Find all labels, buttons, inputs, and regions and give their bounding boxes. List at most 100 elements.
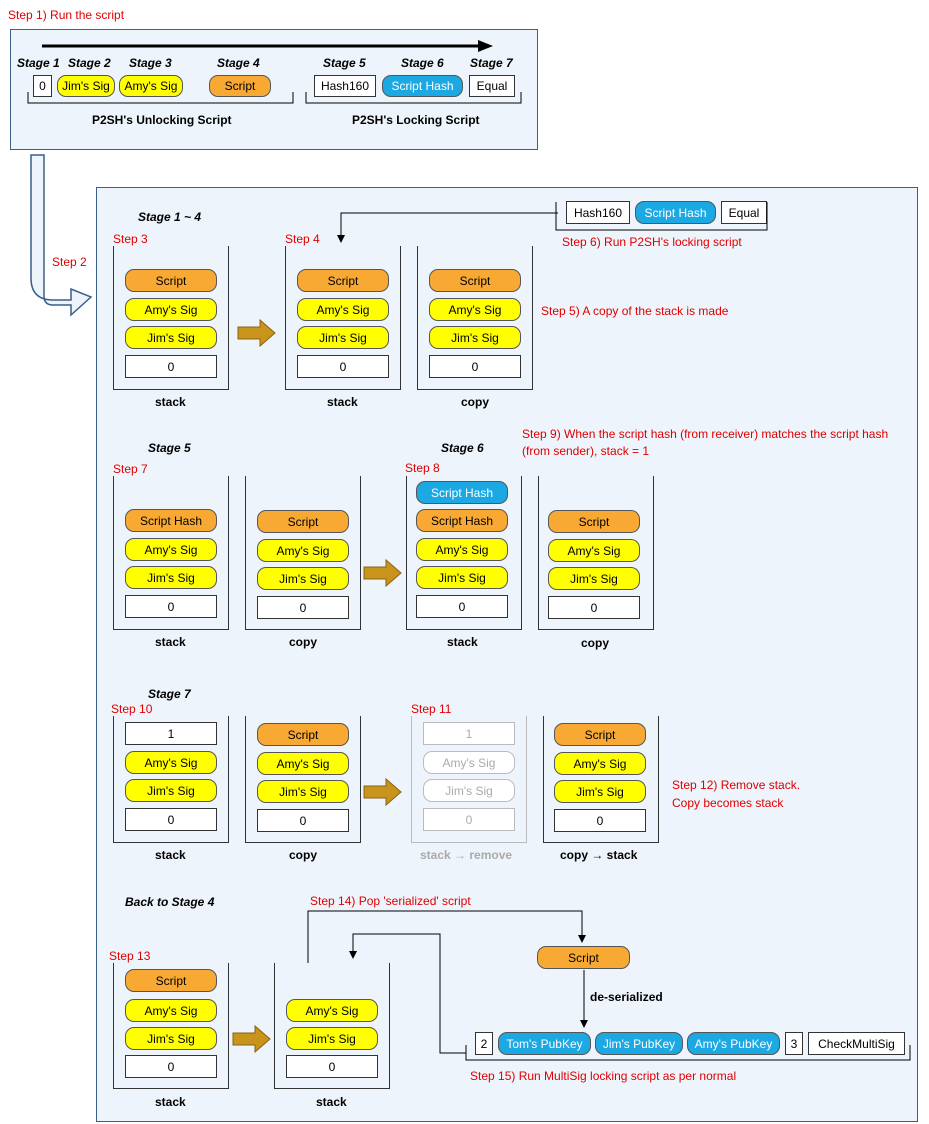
jim-sig: Jim's Sig	[416, 566, 508, 589]
step15-label: Step 15) Run MultiSig locking script as …	[470, 1069, 737, 1083]
stage-label-5: Stage 5	[323, 56, 366, 70]
op-zero: 0	[257, 809, 349, 832]
script: Script	[125, 969, 217, 992]
removed-stack-container	[411, 716, 527, 843]
amy-sig: Amy's Sig	[429, 298, 521, 321]
jim-sig: Jim's Sig	[548, 567, 640, 590]
jim-sig: Jim's Sig	[257, 780, 349, 803]
op-zero: 0	[125, 1055, 217, 1078]
stage-label-2: Stage 2	[68, 56, 111, 70]
jim-sig: Jim's Sig	[125, 779, 217, 802]
copy-stack-label: copy → stack	[560, 848, 638, 862]
script: Script	[257, 723, 349, 746]
jim-sig: Jim's Sig	[125, 326, 217, 349]
step2-label: Step 2	[52, 255, 87, 269]
op-zero: 0	[429, 355, 521, 378]
jim-sig: Jim's Sig	[286, 1027, 378, 1050]
jim-sig: Jim's Sig	[125, 1027, 217, 1050]
amy-sig: Amy's Sig	[119, 75, 183, 97]
op-zero: 0	[286, 1055, 378, 1078]
step13-label: Step 13	[109, 949, 151, 963]
stage-label-7: Stage 7	[470, 56, 513, 70]
op-zero: 0	[125, 595, 217, 618]
stack-label: stack	[155, 635, 186, 649]
step10-label: Step 10	[111, 702, 153, 716]
step6-arrow	[337, 212, 558, 243]
step7-label: Step 7	[113, 462, 148, 476]
op-zero: 0	[125, 808, 217, 831]
amy-sig-faded: Amy's Sig	[423, 751, 515, 774]
copy-container	[245, 716, 361, 843]
step6-label: Step 6) Run P2SH's locking script	[562, 235, 742, 249]
op-equal: Equal	[721, 201, 767, 224]
stage-label-1: Stage 1	[17, 56, 60, 70]
script-hash: Script Hash	[635, 201, 716, 224]
step2-arrow	[30, 154, 93, 317]
script: Script	[429, 269, 521, 292]
step5-label: Step 5) A copy of the stack is made	[541, 304, 729, 318]
step14-label: Step 14) Pop 'serialized' script	[310, 894, 471, 908]
step8-label: Step 8	[405, 461, 440, 475]
script: Script	[125, 269, 217, 292]
timeline-arrow	[42, 40, 493, 52]
stack-container	[113, 476, 229, 630]
op-hash160: Hash160	[566, 201, 630, 224]
copy-label: copy	[289, 848, 318, 862]
stage-5-label: Stage 5	[148, 441, 191, 455]
bracket	[27, 92, 911, 1061]
script: Script	[548, 510, 640, 533]
script: Script	[297, 269, 389, 292]
return-arrow	[349, 933, 466, 1054]
jim-sig: Jim's Sig	[257, 567, 349, 590]
amy-pubkey: Amy's PubKey	[687, 1032, 780, 1055]
amy-sig: Amy's Sig	[297, 298, 389, 321]
step9-label: Step 9) When the script hash (from recei…	[522, 427, 889, 458]
step14-arrow	[307, 910, 586, 963]
stage-7-label: Stage 7	[148, 687, 191, 701]
unlocking-script-label: P2SH's Unlocking Script	[92, 113, 232, 127]
step1-label: Step 1) Run the script	[8, 8, 125, 22]
copy-container	[543, 716, 659, 843]
jim-sig: Jim's Sig	[125, 566, 217, 589]
op-zero: 0	[257, 596, 349, 619]
step3-label: Step 3	[113, 232, 148, 246]
script: Script	[537, 946, 630, 969]
stack-container	[406, 476, 522, 630]
locking-script-label: P2SH's Locking Script	[352, 113, 480, 127]
amy-sig: Amy's Sig	[125, 298, 217, 321]
op-zero: 0	[548, 596, 640, 619]
script-hash: Script Hash	[416, 481, 508, 504]
op-zero: 0	[554, 809, 646, 832]
copy-container	[417, 246, 533, 390]
jim-sig-faded: Jim's Sig	[423, 779, 515, 802]
op-zero: 0	[33, 75, 52, 97]
jim-pubkey: Jim's PubKey	[595, 1032, 683, 1055]
op-one-faded: 1	[423, 722, 515, 745]
stack-label: stack	[447, 635, 478, 649]
deserialized-label: de-serialized	[590, 990, 663, 1004]
stage-label-3: Stage 3	[129, 56, 172, 70]
op-three: 3	[785, 1032, 803, 1055]
stack-container	[113, 716, 229, 843]
amy-sig: Amy's Sig	[257, 752, 349, 775]
copy-label: copy	[461, 395, 490, 409]
stack-label: stack	[316, 1095, 347, 1109]
op-zero: 0	[416, 595, 508, 618]
script: Script	[209, 75, 271, 97]
stack-remove-label: stack → remove	[420, 848, 513, 862]
amy-sig: Amy's Sig	[416, 538, 508, 561]
op-equal: Equal	[469, 75, 515, 97]
amy-sig: Amy's Sig	[125, 999, 217, 1022]
script: Script	[257, 510, 349, 533]
amy-sig: Amy's Sig	[257, 539, 349, 562]
jim-sig: Jim's Sig	[554, 780, 646, 803]
transition-arrow	[232, 318, 402, 1054]
step12-label: Step 12) Remove stack. Copy becomes stac…	[672, 778, 801, 810]
amy-sig: Amy's Sig	[125, 538, 217, 561]
stack-label: stack	[155, 848, 186, 862]
op-checkmultisig: CheckMultiSig	[808, 1032, 905, 1055]
op-hash160: Hash160	[314, 75, 376, 97]
stack-label: stack	[155, 1095, 186, 1109]
op-two: 2	[475, 1032, 493, 1055]
